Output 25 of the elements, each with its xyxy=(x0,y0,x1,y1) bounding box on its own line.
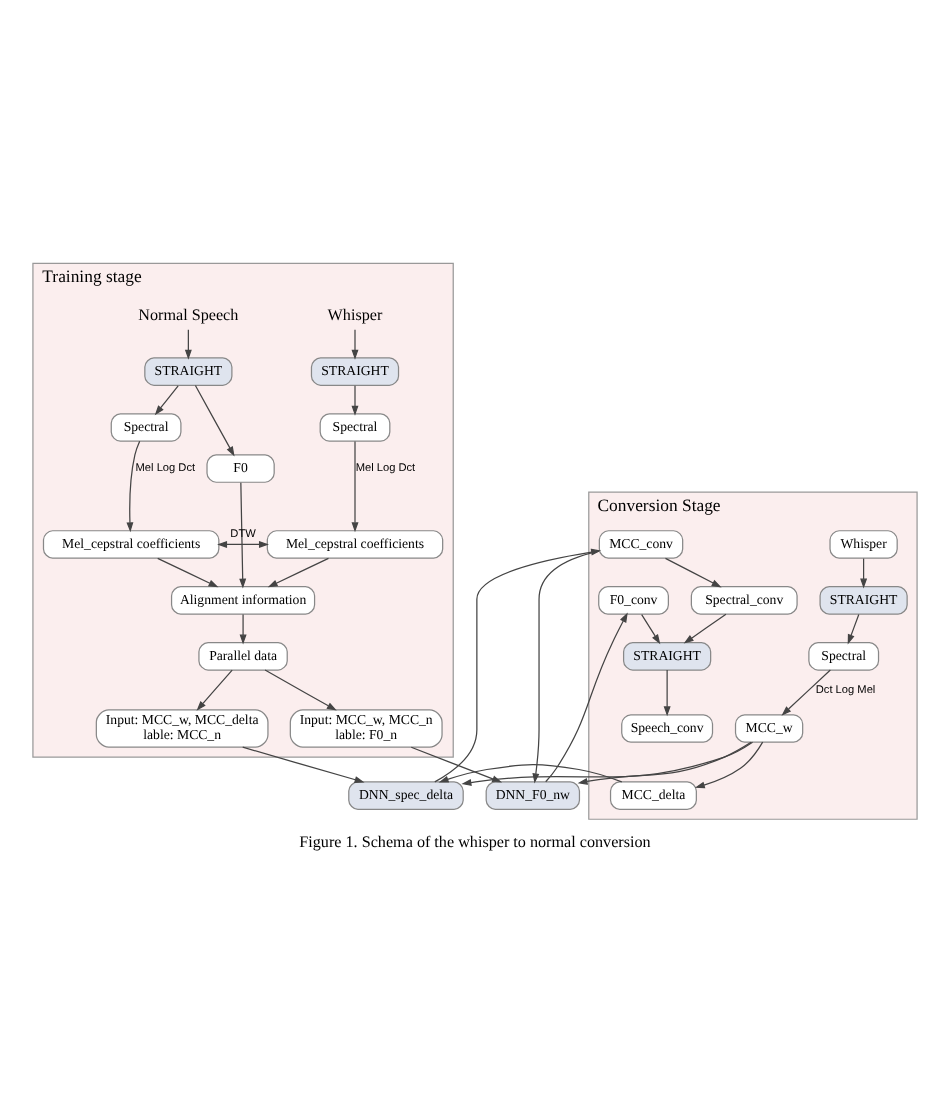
arrow xyxy=(846,613,859,645)
arrow xyxy=(544,612,627,783)
arrow xyxy=(682,613,726,644)
arrow xyxy=(153,385,178,416)
arrow xyxy=(350,329,358,360)
arrow xyxy=(216,540,268,548)
arrow xyxy=(241,746,364,783)
arrow xyxy=(780,669,830,716)
arrow xyxy=(350,440,358,533)
arrow xyxy=(238,613,246,645)
arrow xyxy=(859,558,867,589)
arrow xyxy=(662,669,670,717)
arrow xyxy=(663,557,721,588)
arrow xyxy=(266,557,329,588)
arrow xyxy=(263,669,336,711)
arrow xyxy=(193,384,234,457)
arrow xyxy=(350,385,358,416)
arrow xyxy=(156,557,218,588)
arrow xyxy=(183,329,191,360)
arrow xyxy=(576,741,751,785)
arrow xyxy=(238,482,246,589)
arrow xyxy=(125,440,140,533)
arrow xyxy=(640,613,660,645)
arrow xyxy=(693,741,763,789)
arrow xyxy=(195,669,232,711)
